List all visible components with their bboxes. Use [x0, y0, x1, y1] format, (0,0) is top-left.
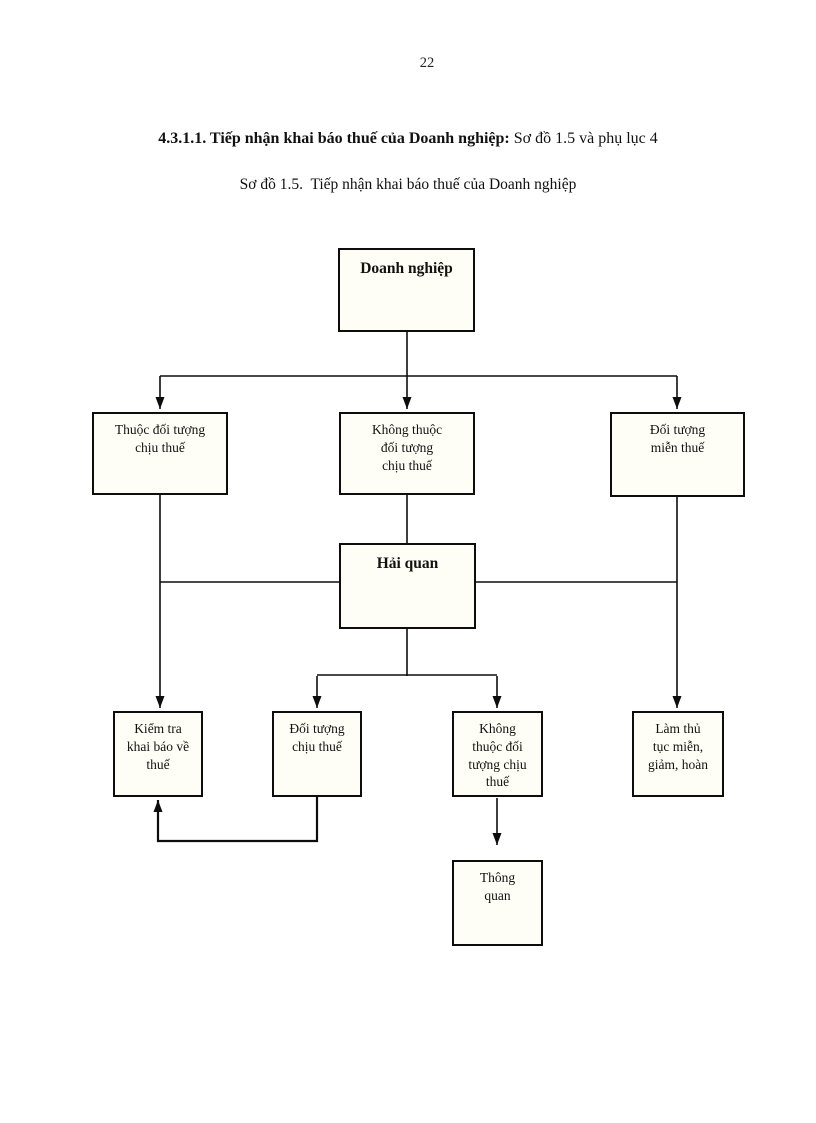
flow-node-kiem-tra-khai-bao-ve-thue: Kiểm tra khai báo về thuế [113, 711, 203, 797]
section-heading: 4.3.1.1. Tiếp nhận khai báo thuế của Doa… [0, 130, 816, 148]
connector-loop-doituongchiu-kiemtra [153, 797, 319, 843]
diagram-caption: Sơ đồ 1.5. Tiếp nhận khai báo thuế của D… [239, 176, 577, 193]
flow-node-thuoc-doi-tuong-chiu-thue: Thuộc đối tượng chịu thuế [92, 412, 228, 495]
section-heading-rest: Sơ đồ 1.5 và phụ lục 4 [509, 130, 658, 147]
flow-node-doi-tuong-mien-thue: Đối tượng miễn thuế [610, 412, 745, 497]
page-number: 22 [419, 55, 435, 71]
flow-node-doanh-nghiep: Doanh nghiệp [338, 248, 475, 332]
section-heading-bold: 4.3.1.1. Tiếp nhận khai báo thuế của Doa… [158, 130, 510, 147]
flow-node-khong-thuoc-doi-tuong-chiu-thue-2: Không thuộc đối tượng chịu thuế [452, 711, 543, 797]
flow-node-khong-thuoc-doi-tuong-chiu-thue: Không thuộc đối tượng chịu thuế [339, 412, 475, 495]
flow-node-doi-tuong-chiu-thue: Đối tượng chịu thuế [272, 711, 362, 797]
flow-node-lam-thu-tuc-mien-giam-hoan: Làm thủ tục miễn, giảm, hoàn [632, 711, 724, 797]
flow-node-hai-quan: Hải quan [339, 543, 476, 629]
flow-node-thong-quan: Thông quan [452, 860, 543, 946]
